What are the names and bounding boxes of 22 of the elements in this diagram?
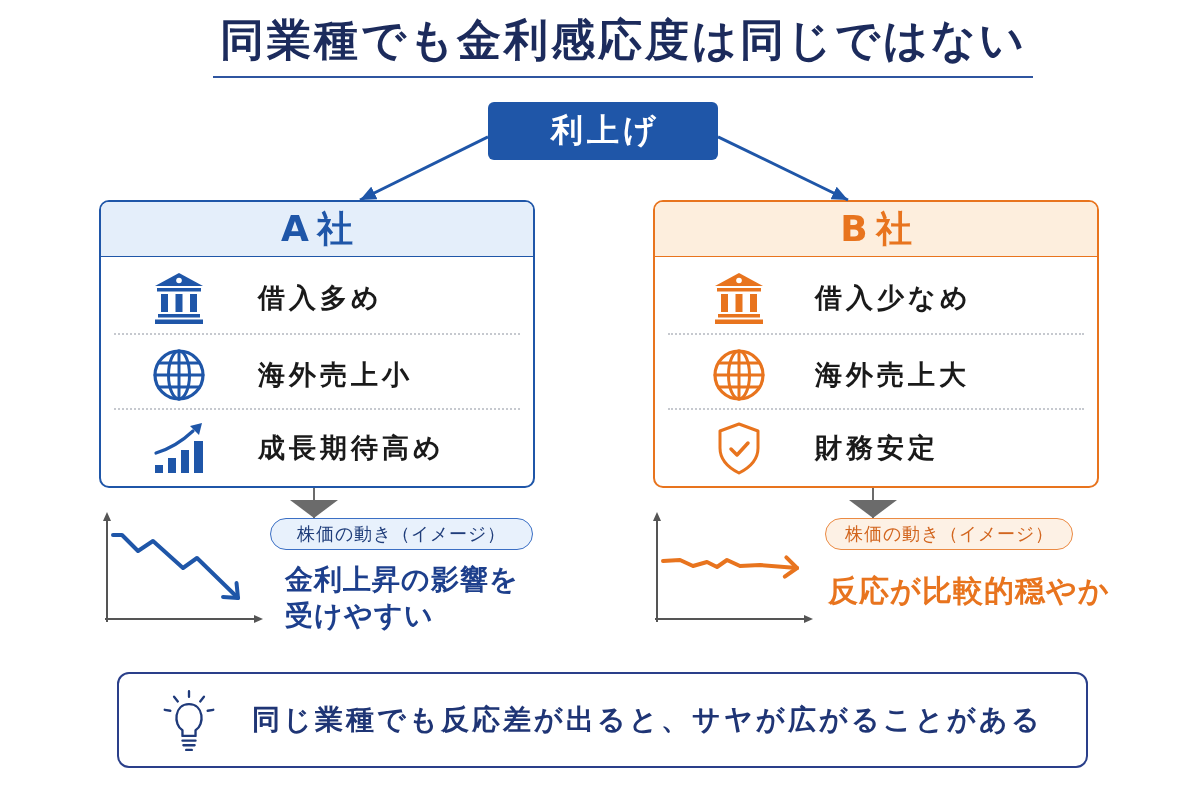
row-label: 海外売上大 [815, 357, 970, 393]
row-label: 財務安定 [815, 430, 939, 466]
row-label: 海外売上小 [258, 357, 413, 393]
company-card [99, 200, 535, 488]
down-arrow [849, 487, 897, 519]
row-label: 借入多め [258, 280, 383, 316]
summary-box [117, 672, 1088, 768]
card-header: B社 [655, 202, 1097, 257]
card-header: A社 [101, 202, 533, 257]
start-box: 利上げ [488, 102, 718, 160]
row-label: 成長期待高め [258, 430, 445, 466]
company-card [653, 200, 1099, 488]
row-label: 借入少なめ [815, 280, 972, 316]
label-pill: 株価の動き（イメージ） [270, 518, 533, 550]
result-text: 金利上昇の影響を受けやすい [285, 562, 520, 634]
title: 同業種でも金利感応度は同じではない [213, 12, 1033, 78]
label-pill: 株価の動き（イメージ） [825, 518, 1073, 550]
arrow [359, 135, 489, 202]
arrow [717, 135, 849, 202]
summary-text: 同じ業種でも反応差が出ると、サヤが広がることがある [252, 702, 1043, 738]
result-text: 反応が比較的穏やか [828, 573, 1111, 609]
down-arrow [290, 487, 338, 519]
